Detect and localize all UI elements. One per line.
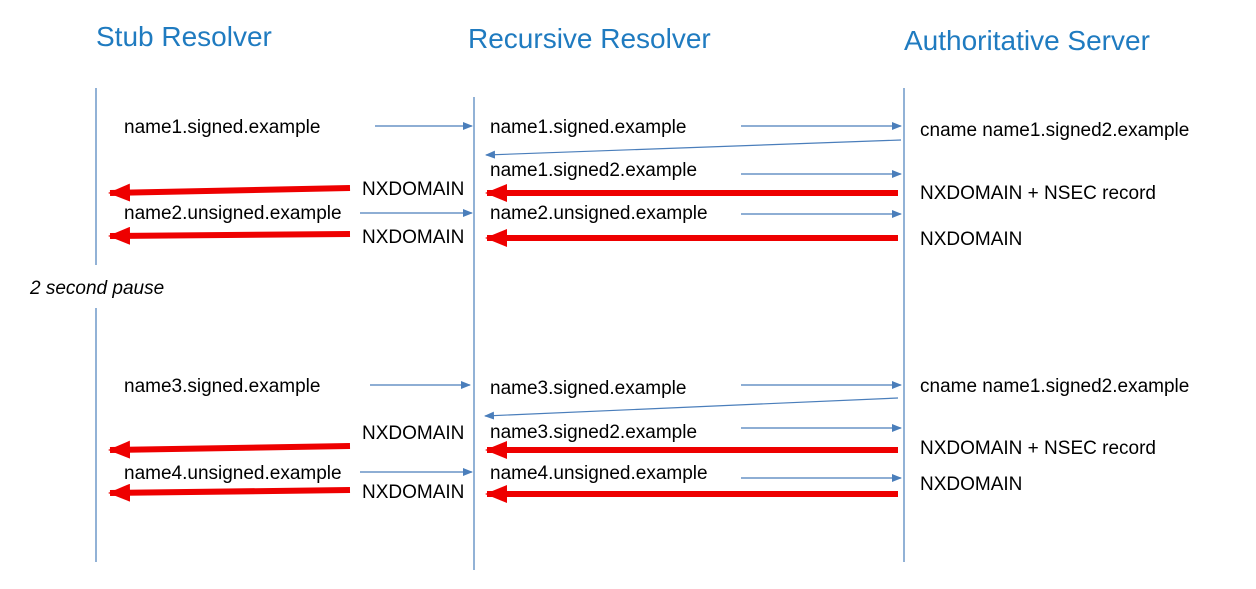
message-label: NXDOMAIN xyxy=(362,179,464,200)
nxdomain-arrow xyxy=(108,183,351,202)
message-label: NXDOMAIN xyxy=(362,423,464,444)
message-label: NXDOMAIN xyxy=(920,229,1022,250)
recursive-resolver-header: Recursive Resolver xyxy=(468,23,711,54)
nxdomain-arrow xyxy=(108,440,351,459)
message-label: cname name1.signed2.example xyxy=(920,376,1189,397)
message-label: name3.signed.example xyxy=(490,378,686,399)
message-label: NXDOMAIN xyxy=(362,482,464,503)
message-label: name4.unsigned.example xyxy=(124,463,342,484)
stub-resolver-header: Stub Resolver xyxy=(96,21,272,52)
authoritative-server-header: Authoritative Server xyxy=(904,25,1150,56)
message-label: name2.unsigned.example xyxy=(124,203,342,224)
cname-response-arrow xyxy=(485,139,902,159)
cname-response-arrow xyxy=(484,397,899,420)
message-label: name1.signed2.example xyxy=(490,160,697,181)
message-label: NXDOMAIN + NSEC record xyxy=(920,183,1156,204)
message-label: name1.signed.example xyxy=(124,117,320,138)
message-label: name3.signed2.example xyxy=(490,422,697,443)
message-label: name2.unsigned.example xyxy=(490,203,708,224)
pause-label: 2 second pause xyxy=(29,278,164,299)
message-label: name4.unsigned.example xyxy=(490,463,708,484)
message-label: NXDOMAIN + NSEC record xyxy=(920,438,1156,459)
message-label: name3.signed.example xyxy=(124,376,320,397)
message-label: name1.signed.example xyxy=(490,117,686,138)
message-label: NXDOMAIN xyxy=(362,227,464,248)
message-label: cname name1.signed2.example xyxy=(920,120,1189,141)
message-label: NXDOMAIN xyxy=(920,474,1022,495)
nxdomain-arrow xyxy=(108,226,351,245)
nxdomain-arrow xyxy=(108,483,351,502)
